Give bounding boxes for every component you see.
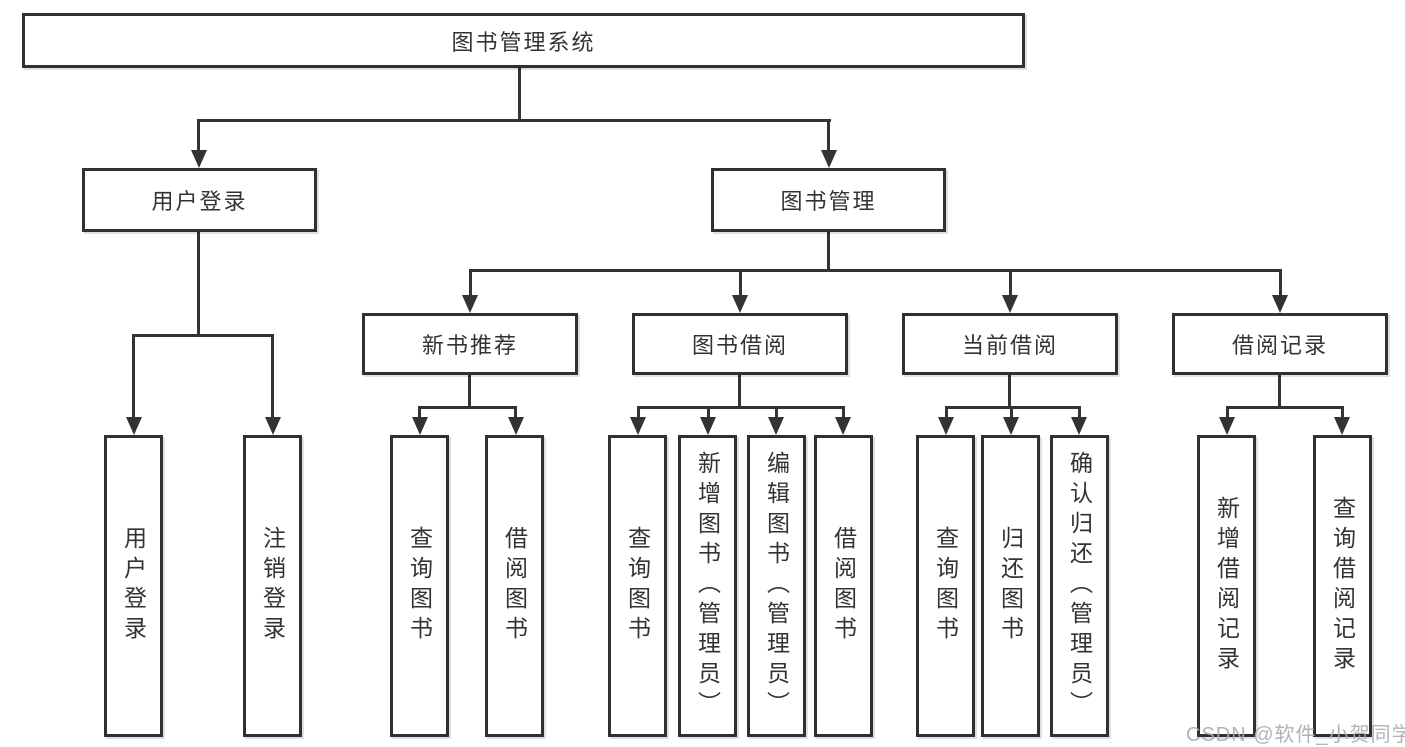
node-label: 图书管理系统 <box>451 29 596 55</box>
node-user-login: 用户登录 <box>82 168 317 232</box>
arrowhead-down-icon <box>191 150 207 168</box>
node-borrow-books-leaf: 借阅图书 <box>814 435 873 737</box>
node-new-book-recommend: 新书推荐 <box>362 313 578 375</box>
edge-root-bar <box>198 119 831 122</box>
arrowhead-down-icon <box>462 295 478 313</box>
node-label: 图书管理 <box>780 189 877 214</box>
node-label: 新增借阅记录 <box>1213 496 1240 676</box>
node-label: 查询图书 <box>932 526 959 646</box>
edge-current-drop-3 <box>1078 406 1081 420</box>
arrowhead-down-icon <box>265 417 281 435</box>
edge-borrow-drop-1 <box>637 406 640 420</box>
arrowhead-down-icon <box>1071 417 1087 435</box>
node-label: 注销登录 <box>259 526 286 646</box>
arrowhead-down-icon <box>412 417 428 435</box>
arrowhead-down-icon <box>938 417 954 435</box>
node-label: 新书推荐 <box>421 333 518 358</box>
node-library-management-system: 图书管理系统 <box>22 13 1025 68</box>
arrowhead-down-icon <box>700 417 716 435</box>
edge-root-drop-right <box>827 119 830 153</box>
csdn-watermark: CSDN @软件_小贺同学 <box>1186 724 1405 746</box>
edge-borrow-drop-2 <box>707 406 710 420</box>
node-label: 用户登录 <box>120 526 147 646</box>
edge-borrow-stem <box>738 375 741 408</box>
arrowhead-down-icon <box>1219 417 1235 435</box>
node-label: 借阅记录 <box>1231 333 1328 358</box>
edge-book-mgmt-bar <box>469 269 1282 272</box>
node-user-login-leaf: 用户登录 <box>104 435 163 737</box>
edge-book-mgmt-drop-4 <box>1279 269 1282 299</box>
edge-new-book-drop-2 <box>514 406 517 420</box>
edge-book-mgmt-drop-2 <box>739 269 742 299</box>
node-query-books-leaf: 查询图书 <box>916 435 975 737</box>
node-query-books-leaf: 查询图书 <box>390 435 449 737</box>
edge-user-login-stem <box>197 232 200 336</box>
arrowhead-down-icon <box>768 417 784 435</box>
node-confirm-return-admin-leaf: 确认归还（管理员） <box>1050 435 1109 737</box>
node-label: 借阅图书 <box>830 526 857 646</box>
node-query-borrow-record-leaf: 查询借阅记录 <box>1313 435 1372 737</box>
node-label: 编辑图书（管理员） <box>763 451 790 721</box>
edge-new-book-stem <box>468 375 471 408</box>
node-label: 确认归还（管理员） <box>1066 451 1093 721</box>
edge-book-mgmt-stem <box>827 232 830 272</box>
edge-borrow-drop-3 <box>775 406 778 420</box>
edge-root-stem <box>518 68 521 121</box>
edge-records-drop-1 <box>1226 406 1229 420</box>
node-label: 借阅图书 <box>501 526 528 646</box>
edge-records-bar <box>1226 406 1344 409</box>
node-logout-leaf: 注销登录 <box>243 435 302 737</box>
arrowhead-down-icon <box>821 150 837 168</box>
arrowhead-down-icon <box>1002 295 1018 313</box>
arrowhead-down-icon <box>1334 417 1350 435</box>
edge-user-login-drop-1 <box>132 334 135 420</box>
edge-new-book-bar <box>418 406 517 409</box>
edge-user-login-bar <box>132 334 274 337</box>
edge-records-stem <box>1278 375 1281 408</box>
node-edit-books-admin-leaf: 编辑图书（管理员） <box>747 435 806 737</box>
arrowhead-down-icon <box>835 417 851 435</box>
node-return-books-leaf: 归还图书 <box>981 435 1040 737</box>
node-label: 归还图书 <box>997 526 1024 646</box>
node-borrow-records: 借阅记录 <box>1172 313 1388 375</box>
edge-current-drop-2 <box>1010 406 1013 420</box>
node-label: 当前借阅 <box>961 333 1058 358</box>
node-label: 用户登录 <box>151 189 248 214</box>
arrowhead-down-icon <box>732 295 748 313</box>
arrowhead-down-icon <box>508 417 524 435</box>
node-add-borrow-record-leaf: 新增借阅记录 <box>1197 435 1256 737</box>
node-label: 查询图书 <box>406 526 433 646</box>
edge-records-drop-2 <box>1341 406 1344 420</box>
node-current-borrow: 当前借阅 <box>902 313 1118 375</box>
edge-book-mgmt-drop-1 <box>469 269 472 299</box>
edge-new-book-drop-1 <box>418 406 421 420</box>
edge-borrow-drop-4 <box>842 406 845 420</box>
node-label: 图书借阅 <box>691 333 788 358</box>
node-book-management: 图书管理 <box>711 168 946 232</box>
edge-root-drop-left <box>197 119 200 153</box>
arrowhead-down-icon <box>630 417 646 435</box>
arrowhead-down-icon <box>1003 417 1019 435</box>
node-add-books-admin-leaf: 新增图书（管理员） <box>678 435 737 737</box>
node-book-borrow: 图书借阅 <box>632 313 848 375</box>
node-query-books-leaf: 查询图书 <box>608 435 667 737</box>
arrowhead-down-icon <box>126 417 142 435</box>
node-borrow-books-leaf: 借阅图书 <box>485 435 544 737</box>
arrowhead-down-icon <box>1272 295 1288 313</box>
edge-user-login-drop-2 <box>271 334 274 420</box>
edge-current-drop-1 <box>945 406 948 420</box>
edge-current-bar <box>945 406 1081 409</box>
edge-book-mgmt-drop-3 <box>1009 269 1012 299</box>
node-label: 查询图书 <box>624 526 651 646</box>
node-label: 查询借阅记录 <box>1329 496 1356 676</box>
edge-current-stem <box>1008 375 1011 408</box>
node-label: 新增图书（管理员） <box>694 451 721 721</box>
edge-borrow-bar <box>637 406 845 409</box>
